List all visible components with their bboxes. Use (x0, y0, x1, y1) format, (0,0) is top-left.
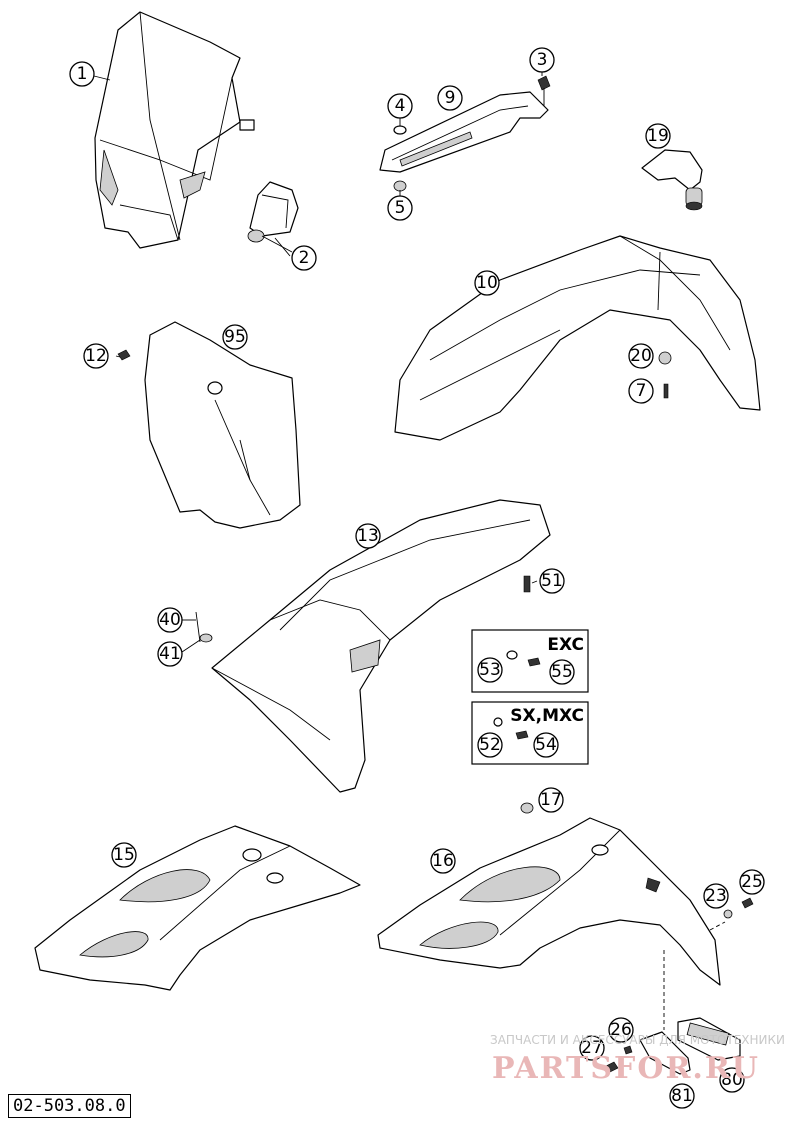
front-fender-15-part (34, 825, 361, 991)
callout-1: 1 (69, 61, 95, 87)
callout-40: 40 (157, 607, 183, 633)
callout-55: 55 (549, 659, 575, 685)
nut-17-part (520, 802, 534, 814)
mount-bracket-part (641, 149, 703, 211)
callout-41: 41 (157, 641, 183, 667)
svg-text:41: 41 (159, 644, 181, 664)
svg-text:27: 27 (581, 1038, 603, 1058)
callout-80: 80 (719, 1067, 745, 1093)
callout-81: 81 (669, 1083, 695, 1109)
callout-25: 25 (739, 869, 765, 895)
svg-text:54: 54 (535, 735, 557, 755)
bracket-assembly-part (379, 75, 551, 192)
svg-text:5: 5 (395, 198, 406, 218)
svg-text:81: 81 (671, 1086, 693, 1106)
callout-23: 23 (703, 883, 729, 909)
headlight-mask-part (94, 11, 255, 249)
callout-26: 26 (608, 1017, 634, 1043)
svg-text:53: 53 (479, 660, 501, 680)
svg-text:13: 13 (357, 526, 379, 546)
callout-9: 9 (437, 85, 463, 111)
svg-text:20: 20 (630, 346, 652, 366)
svg-text:40: 40 (159, 610, 181, 630)
callout-17: 17 (538, 787, 564, 813)
number-plate-part (144, 321, 301, 529)
watermark-brand: PARTSFOR.RU (492, 1051, 760, 1086)
svg-text:26: 26 (610, 1020, 632, 1040)
callout-51: 51 (539, 568, 565, 594)
svg-text:4: 4 (395, 96, 406, 116)
svg-text:16: 16 (432, 851, 454, 871)
svg-text:80: 80 (721, 1070, 743, 1090)
callout-5: 5 (387, 195, 413, 221)
headlight-clamp-part (247, 181, 299, 253)
callout-52: 52 (477, 732, 503, 758)
callout-4: 4 (387, 93, 413, 119)
svg-text:3: 3 (537, 50, 548, 70)
svg-text:55: 55 (551, 662, 573, 682)
callout-53: 53 (477, 657, 503, 683)
svg-text:52: 52 (479, 735, 501, 755)
svg-text:25: 25 (741, 872, 763, 892)
front-fender-16-part (377, 817, 726, 1030)
front-fender-part (394, 235, 761, 441)
callout-13: 13 (355, 523, 381, 549)
svg-text:1: 1 (77, 64, 88, 84)
callout-2: 2 (291, 245, 317, 271)
callout-19: 19 (645, 123, 671, 149)
callout-15: 15 (111, 842, 137, 868)
callout-16: 16 (430, 848, 456, 874)
svg-text:15: 15 (113, 845, 135, 865)
callout-3: 3 (529, 47, 555, 73)
svg-text:12: 12 (85, 346, 107, 366)
watermark-tagline: ЗАПЧАСТИ И АКСЕССУАРЫ ДЛЯ МОТОТЕХНИКИ (490, 1033, 785, 1047)
svg-text:95: 95 (224, 327, 246, 347)
callout-7: 7 (628, 378, 654, 404)
callout-20: 20 (628, 343, 654, 369)
svg-text:17: 17 (540, 790, 562, 810)
callout-27: 27 (579, 1035, 605, 1061)
plate-bracket-part (605, 1017, 741, 1075)
sx-mxc-variant-label: SX,MXC (510, 706, 584, 726)
callout-10: 10 (474, 270, 500, 296)
exc-variant-label: EXC (547, 635, 584, 655)
svg-text:2: 2 (299, 248, 310, 268)
hardware-23-25-part (723, 897, 754, 919)
svg-text:19: 19 (647, 126, 669, 146)
drawing-number: 02-503.08.0 (8, 1094, 131, 1118)
rear-fender-part (195, 499, 551, 793)
svg-text:51: 51 (541, 571, 563, 591)
callout-12: 12 (83, 343, 109, 369)
svg-text:9: 9 (445, 88, 456, 108)
svg-text:7: 7 (636, 381, 647, 401)
callout-95: 95 (222, 324, 248, 350)
svg-text:23: 23 (705, 886, 727, 906)
callout-54: 54 (533, 732, 559, 758)
svg-text:10: 10 (476, 273, 498, 293)
screw-12-part (117, 349, 131, 361)
watermark: ЗАПЧАСТИ И АКСЕССУАРЫ ДЛЯ МОТОТЕХНИКИ PA… (490, 1033, 785, 1086)
